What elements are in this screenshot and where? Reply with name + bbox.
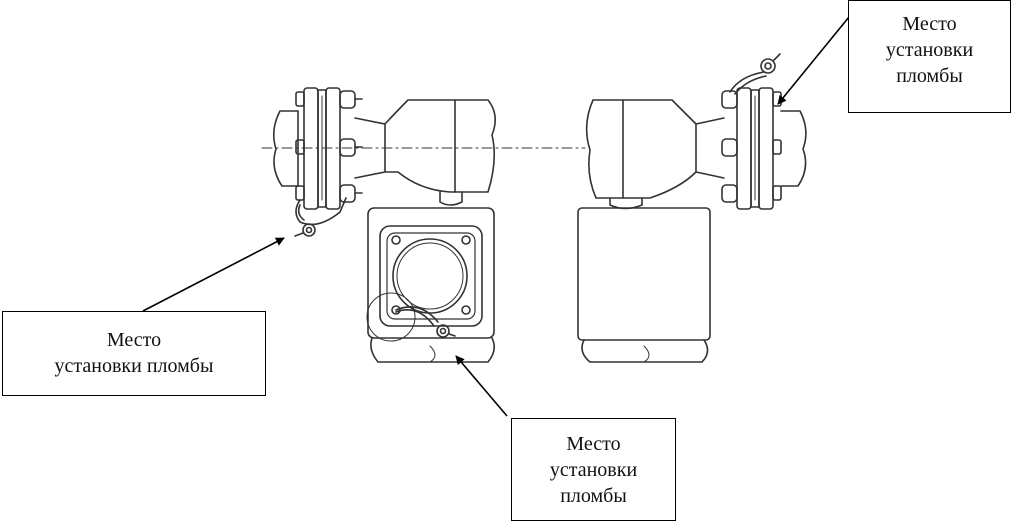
seal-callout-left: Место установки пломбы [2,311,266,396]
callout-right-line1: Место [902,13,957,35]
right-meter-tube [585,99,697,199]
left-view [261,87,586,363]
left-pipe-stub [272,110,299,187]
bottom-leader-arrow [455,355,508,417]
left-meter-tube [384,99,496,193]
right-flange [721,87,782,210]
callout-bottom-line2: установки [549,459,638,481]
callout-left-line2: установки пломбы [54,355,214,377]
right-leader-arrow [777,16,850,105]
seal-callout-bottom: Место установки пломбы [511,418,676,521]
right-flange-seal [729,53,781,95]
callout-bottom-line3: пломбы [560,485,627,507]
callout-right-line2: установки [885,39,974,61]
callout-right-line3: пломбы [896,65,963,87]
left-cone [354,117,386,179]
left-housing-seal [366,292,456,342]
callout-bottom-line1: Место [566,433,621,455]
left-electronics-housing [367,207,496,363]
callout-left-line1: Место [106,329,162,351]
right-housing [577,207,711,363]
seal-callout-right: Место установки пломбы [848,0,1011,113]
leader-arrows [142,16,850,417]
left-flange [295,87,363,210]
left-leader-arrow [142,237,285,312]
right-view [577,53,807,363]
left-flange-seal [294,197,347,237]
